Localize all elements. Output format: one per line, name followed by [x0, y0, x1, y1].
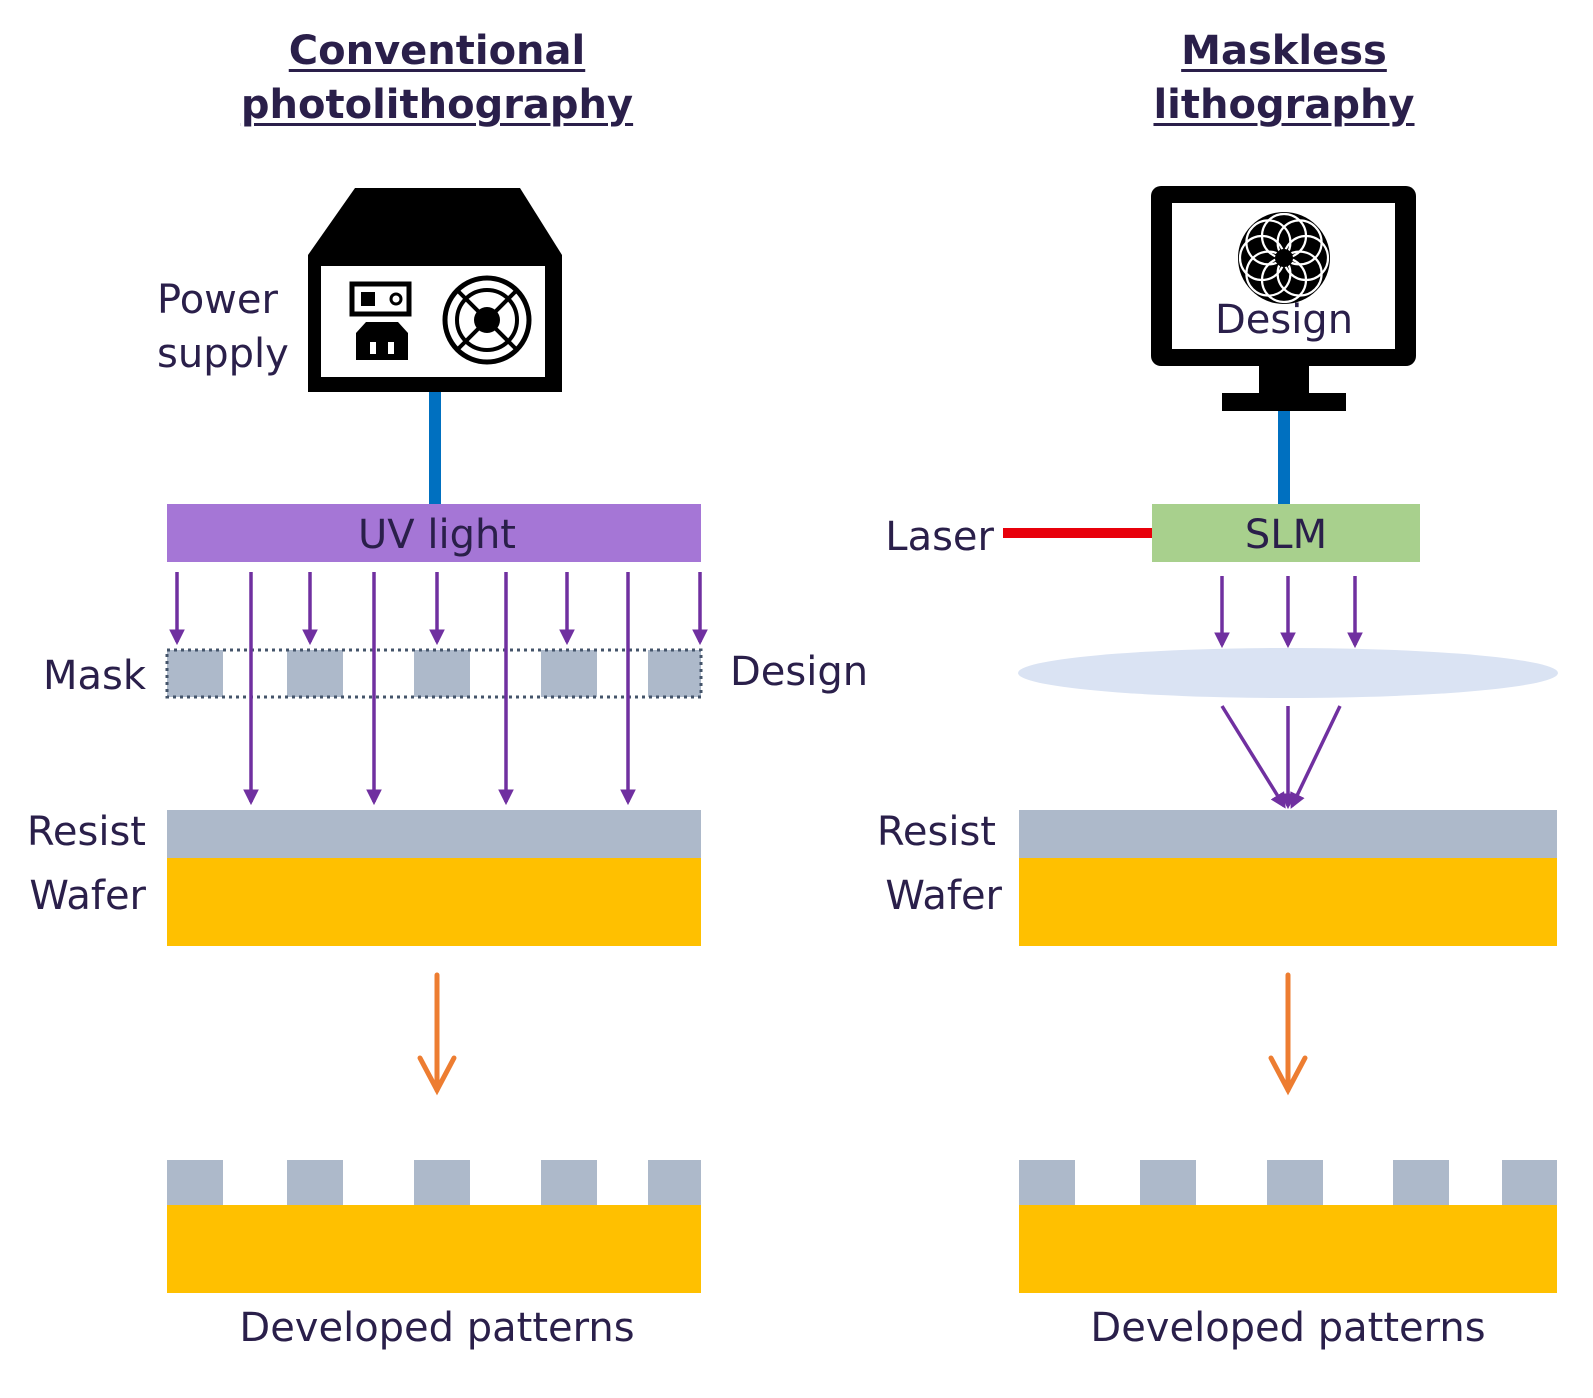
maskless-title-line1: Maskless	[1181, 28, 1387, 74]
mask-block	[414, 650, 470, 697]
develop-arrow	[417, 972, 457, 1096]
mask-outline	[165, 648, 703, 699]
maskless-title-line2: lithography	[1153, 82, 1415, 128]
resist-layer	[167, 810, 701, 858]
mask-design-label: Design	[730, 649, 869, 695]
power-switch-icon	[349, 281, 412, 317]
wafer-layer	[1019, 858, 1557, 946]
developed-patterns-label: Developed patterns	[1090, 1305, 1486, 1351]
resist-block	[167, 1160, 223, 1205]
wafer-layer	[167, 1205, 701, 1293]
slm-bar	[1152, 504, 1420, 562]
blocked-light-arrows	[169, 572, 708, 646]
mask	[165, 648, 703, 699]
laser-label: Laser	[885, 514, 994, 560]
resist-block	[1140, 1160, 1196, 1205]
slm-light-arrows	[1214, 576, 1363, 649]
resist-block	[1502, 1160, 1557, 1205]
power-supply-label-line2: supply	[157, 331, 289, 377]
exposing-light-arrows	[243, 572, 636, 806]
developed-pattern	[167, 1160, 701, 1293]
flower-design-icon	[1238, 212, 1330, 304]
mask-label: Mask	[42, 653, 146, 699]
power-socket-icon	[356, 322, 408, 360]
wafer-label: Wafer	[885, 873, 1002, 919]
fan-icon	[442, 275, 532, 365]
resist-block	[1019, 1160, 1075, 1205]
develop-arrow	[1268, 972, 1308, 1096]
resist-block	[648, 1160, 701, 1205]
mask-block	[167, 650, 223, 697]
resist-block	[1267, 1160, 1323, 1205]
resist-layer	[1019, 810, 1557, 858]
mask-block	[541, 650, 597, 697]
wafer-layer	[167, 858, 701, 946]
power-supply-icon	[308, 188, 562, 392]
slm-label: SLM	[1244, 512, 1328, 558]
resist-block	[414, 1160, 470, 1205]
focused-light-arrows	[1220, 705, 1342, 810]
conventional-title-line2: photolithography	[240, 82, 634, 128]
uv-light-label: UV light	[357, 512, 516, 558]
resist-block	[287, 1160, 343, 1205]
resist-label: Resist	[26, 809, 146, 855]
resist-block	[541, 1160, 597, 1205]
resist-block	[1393, 1160, 1449, 1205]
uv-light-bar	[167, 504, 701, 562]
mask-block	[287, 650, 343, 697]
power-supply-label-line1: Power	[157, 277, 278, 323]
resist-label: Resist	[876, 809, 996, 855]
developed-pattern	[1019, 1160, 1557, 1293]
developed-patterns-label: Developed patterns	[239, 1305, 635, 1351]
wafer-layer	[1019, 1205, 1557, 1293]
wafer-label: Wafer	[29, 873, 146, 919]
conventional-title-line1: Conventional	[288, 28, 586, 74]
monitor-design-label: Design	[1214, 297, 1354, 343]
lens	[1018, 648, 1558, 698]
mask-block	[648, 650, 701, 697]
